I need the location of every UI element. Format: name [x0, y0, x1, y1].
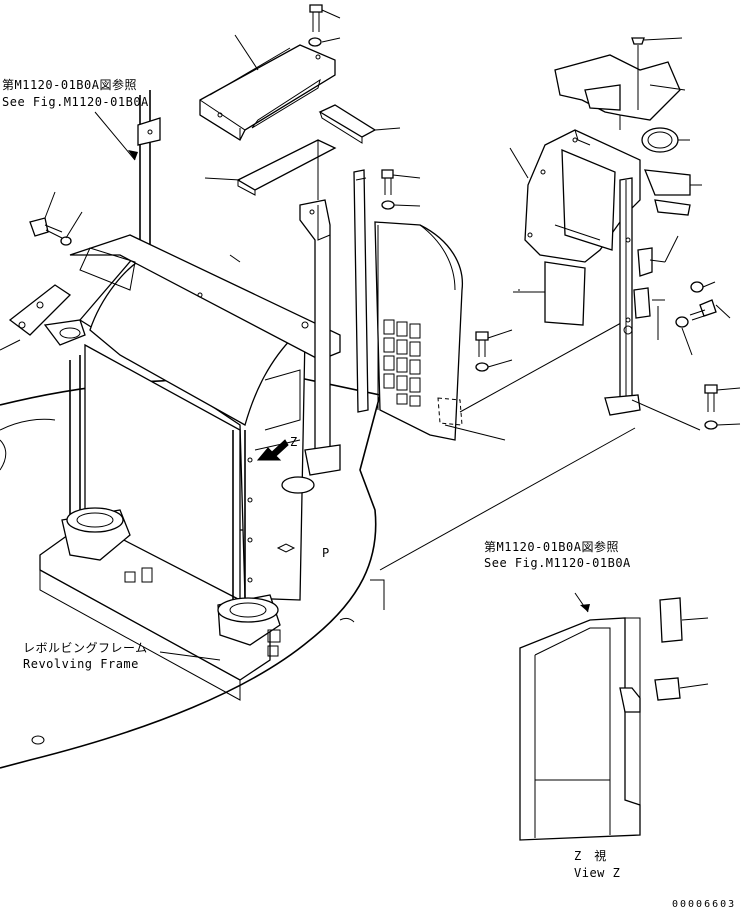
- left-bolt-set: [29, 191, 83, 246]
- upper-cover: [199, 34, 336, 141]
- middle-bolt-set: [381, 169, 421, 210]
- view-z-label-en: View Z: [574, 866, 620, 880]
- ref-right-jp: 第M1120-01B0A図参照: [484, 539, 619, 554]
- leader-to-view-z: [379, 427, 636, 571]
- view-z-mark: Z: [290, 435, 298, 449]
- point-p-label: P: [322, 546, 330, 560]
- small-hole: [276, 543, 296, 553]
- ref-arrowhead-top-left: [128, 150, 138, 160]
- center-post: [281, 140, 341, 494]
- ref-leader-top-left: [94, 111, 136, 161]
- ref-right-en: See Fig.M1120-01B0A: [484, 556, 631, 570]
- right-brackets: [623, 235, 679, 340]
- side-cover-panel: [374, 221, 506, 441]
- leader-to-right-post: [459, 317, 631, 413]
- vertical-seal-strip: [353, 169, 369, 413]
- drawing-code: 00006603: [672, 899, 736, 910]
- left-post: [137, 117, 161, 146]
- frame-label-en: Revolving Frame: [23, 657, 139, 671]
- frame-label-jp: レボルビングフレーム: [23, 641, 148, 655]
- ref-top-left-en: See Fig.M1120-01B0A: [2, 95, 149, 109]
- top-bolt-set: [308, 4, 341, 47]
- insulation-sheet: [513, 261, 586, 326]
- frame-leader: [159, 651, 221, 661]
- ref-top-left-jp: 第M1120-01B0A図参照: [2, 77, 137, 92]
- view-z-arrow: Z: [256, 435, 298, 461]
- right-shroud: [509, 37, 702, 263]
- right-vertical-post: [604, 177, 701, 431]
- frame-feet: [61, 507, 281, 657]
- rubber-seal-strips: [204, 104, 401, 196]
- center-right-bolt-set: [475, 329, 513, 372]
- left-bracket: [0, 284, 86, 351]
- view-z-label-jp: Z 視: [574, 848, 607, 863]
- louver-grille: [383, 319, 421, 407]
- view-z-detail: [519, 592, 709, 841]
- right-bolt-sets: [675, 281, 741, 430]
